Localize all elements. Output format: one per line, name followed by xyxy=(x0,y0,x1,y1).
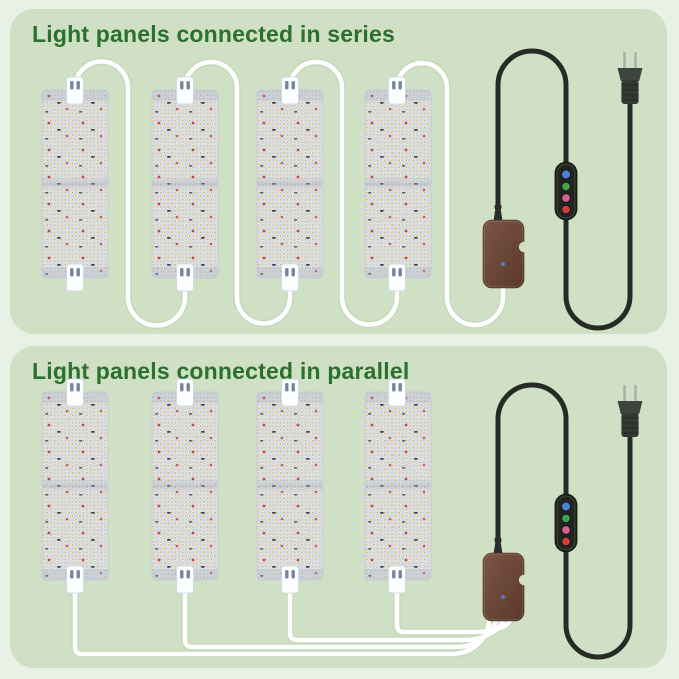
led-panel xyxy=(257,392,323,580)
parallel-section-title: Light panels connected in parallel xyxy=(32,358,410,384)
led-panel xyxy=(257,90,323,278)
led-panel xyxy=(365,90,431,278)
led-panel xyxy=(152,392,218,580)
panel-connector xyxy=(281,378,299,407)
panel-connector xyxy=(176,76,194,105)
panel-connector xyxy=(388,565,406,594)
panel-connector xyxy=(281,565,299,594)
panel-connector xyxy=(66,76,84,105)
led-panel xyxy=(365,392,431,580)
led-panel xyxy=(42,392,108,580)
series-section-title: Light panels connected in series xyxy=(32,21,395,47)
power-plug xyxy=(616,51,644,105)
panel-connector xyxy=(176,378,194,407)
panel-connector xyxy=(66,565,84,594)
panel-connector xyxy=(281,263,299,292)
panel-connector xyxy=(281,76,299,105)
panel-connector xyxy=(176,565,194,594)
driver-box xyxy=(482,203,530,289)
led-panel xyxy=(42,90,108,278)
inline-remote xyxy=(554,493,578,553)
panel-connector xyxy=(388,378,406,407)
panel-connector xyxy=(66,378,84,407)
panel-connector xyxy=(388,76,406,105)
panel-connector xyxy=(66,263,84,292)
led-panel xyxy=(152,90,218,278)
parallel-diagram xyxy=(42,378,644,622)
inline-remote xyxy=(554,161,578,221)
driver-box xyxy=(482,536,530,622)
power-plug xyxy=(616,384,644,438)
panel-connector xyxy=(388,263,406,292)
panel-connector xyxy=(176,263,194,292)
